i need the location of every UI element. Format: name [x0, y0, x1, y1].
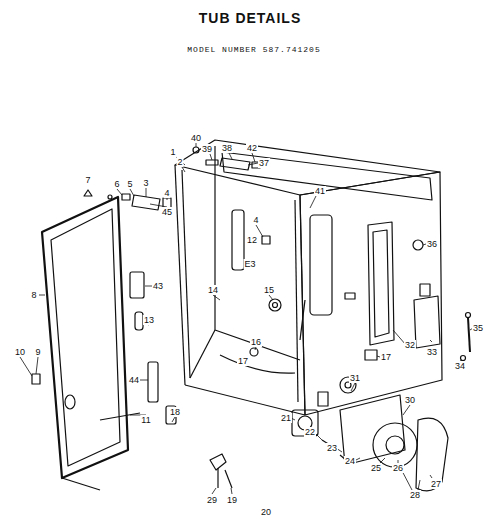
callout-number: 35: [472, 323, 484, 333]
callout-number: 4: [163, 188, 170, 198]
callout-number: 36: [426, 239, 438, 249]
callout-number: 9: [34, 347, 41, 357]
callout-number: 28: [409, 490, 421, 500]
callout-number: 24: [344, 456, 356, 466]
callout-number: 12: [246, 235, 258, 245]
callout-number: 31: [349, 373, 361, 383]
callout-number: 18: [169, 407, 181, 417]
callout-number: 39: [201, 144, 213, 154]
callout-number: 16: [250, 337, 262, 347]
callout-number: 7: [84, 175, 91, 185]
callout-number: 43: [152, 281, 164, 291]
callout-number: 3: [142, 178, 149, 188]
callout-number: 14: [207, 285, 219, 295]
callout-number: 8: [30, 290, 37, 300]
dispenser-parts: [414, 284, 471, 361]
callout-number: 6: [113, 179, 120, 189]
pump-assembly: [292, 395, 448, 491]
callout-number: 44: [128, 375, 140, 385]
callout-number: 20: [260, 507, 272, 517]
callout-number: 10: [14, 347, 26, 357]
callout-number: 37: [258, 158, 270, 168]
tub-body: [175, 140, 442, 415]
callout-number: 38: [221, 143, 233, 153]
callout-number: 23: [326, 443, 338, 453]
callout-number: 34: [454, 361, 466, 371]
front-parts: [32, 272, 232, 488]
callout-number: 42: [246, 143, 258, 153]
callout-number: 32: [404, 340, 416, 350]
callout-number: 4: [252, 215, 259, 225]
callout-number: 17: [237, 356, 249, 366]
callout-number: 13: [143, 315, 155, 325]
callout-number: 5: [126, 179, 133, 189]
callout-number: 26: [392, 463, 404, 473]
callout-number: 40: [190, 133, 202, 143]
callout-number: 1: [169, 147, 176, 157]
callout-number: 25: [370, 463, 382, 473]
callout-number: E3: [243, 259, 256, 269]
callout-number: 27: [430, 479, 442, 489]
callout-number: 30: [404, 395, 416, 405]
callout-number: 29: [206, 495, 218, 505]
callout-number: 15: [263, 285, 275, 295]
callout-number: 19: [226, 495, 238, 505]
callout-number: 41: [314, 186, 326, 196]
callout-number: 11: [140, 415, 151, 425]
door-frame: [42, 197, 128, 490]
hinge-parts: [84, 147, 260, 210]
callout-number: 45: [161, 207, 173, 217]
callout-number: 33: [426, 347, 438, 357]
callout-number: 17: [380, 352, 392, 362]
model-number: MODEL NUMBER 587.741205: [186, 45, 321, 55]
callout-number: 21: [280, 413, 292, 423]
callout-number: 22: [304, 427, 316, 437]
leader-lines: [20, 143, 473, 494]
callout-number: 2: [176, 157, 183, 167]
diagram-title: TUB DETAILS: [199, 10, 302, 26]
